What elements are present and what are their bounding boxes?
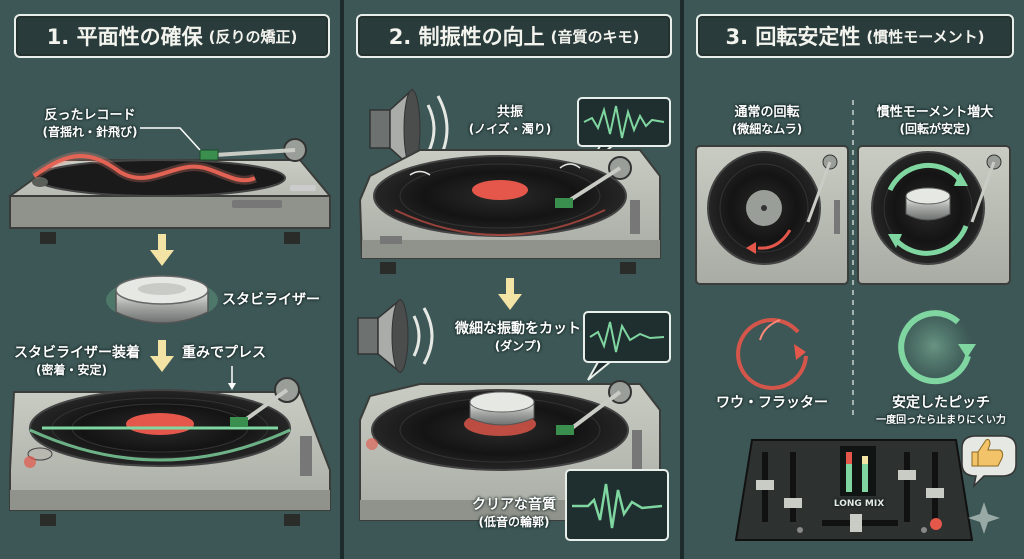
label-subtext: (密着・安定) <box>36 363 107 377</box>
warped-record-line <box>32 154 256 183</box>
press-label: 重みでプレス <box>182 345 266 361</box>
label-text: 共振 <box>496 105 523 120</box>
resonance-label: 共振 (ノイズ・濁り) <box>462 104 558 138</box>
title-main: 1. 平面性の確保 <box>46 25 203 49</box>
title-main: 2. 制振性の向上 <box>388 25 545 49</box>
stable-pitch-label: 安定したピッチ 一度回ったら止まりにくい力 <box>866 395 1016 429</box>
vibration-cut-label: 微細な振動をカット (ダンプ) <box>448 321 588 355</box>
mixer-label: LONG MIX <box>833 499 885 509</box>
label-text: スタビライザー装着 <box>14 345 140 361</box>
stabilizer-illustration <box>106 275 218 324</box>
sparkle-icon <box>968 502 1000 534</box>
speaker-icon <box>357 298 434 374</box>
panel-divider <box>340 0 344 559</box>
label-subtext: (微細なムラ) <box>731 122 803 136</box>
label-subtext: (低音の輪郭) <box>478 515 550 529</box>
label-subtext: (音揺れ・針飛び) <box>42 125 138 139</box>
warped-record-label: 反ったレコード (音揺れ・針飛び) <box>40 107 140 141</box>
wow-flutter-circle <box>736 317 808 390</box>
turntable-stabilized <box>9 377 331 526</box>
dj-mixer <box>734 439 974 541</box>
thumbs-up-icon <box>961 435 1017 489</box>
label-text: 微細な振動をカット <box>455 321 581 337</box>
clear-sound-label: クリアな音質 (低音の輪郭) <box>462 497 566 531</box>
down-arrow-icon <box>150 234 174 266</box>
inertia-label: 慣性モーメント増大 (回転が安定) <box>860 104 1010 138</box>
stable-pitch-circle <box>896 308 976 385</box>
down-arrow-icon <box>498 278 522 310</box>
label-subtext: 一度回ったら止まりにくい力 <box>876 415 1006 426</box>
panel-title: 2. 制振性の向上 (音質のキモ) <box>356 14 672 58</box>
panel-divider <box>680 0 684 559</box>
stabilizer-label: スタビライザー <box>222 292 320 308</box>
title-sub: (音質のキモ) <box>550 27 640 46</box>
stabilizer-mounted-label: スタビライザー装着 (密着・安定) <box>14 345 140 379</box>
damped-waveform <box>583 311 671 381</box>
turntable-warped <box>9 138 331 244</box>
label-text: 通常の回転 <box>734 105 800 120</box>
down-arrow-icon <box>150 340 174 372</box>
wow-flutter-label: ワウ・フラッター <box>716 395 828 411</box>
label-subtext: (回転が安定) <box>899 122 971 136</box>
turntable-resonance <box>358 149 661 274</box>
turntable-normal <box>695 145 849 285</box>
panel-title: 3. 回転安定性 (慣性モーメント) <box>696 14 1014 58</box>
panel-title: 1. 平面性の確保 (反りの矯正) <box>14 14 330 58</box>
title-main: 3. 回転安定性 <box>725 25 861 49</box>
label-subtext: (ダンプ) <box>494 339 542 353</box>
label-text: 安定したピッチ <box>892 395 990 411</box>
title-sub: (慣性モーメント) <box>866 27 985 46</box>
label-subtext: (ノイズ・濁り) <box>468 122 552 136</box>
label-text: クリアな音質 <box>472 497 556 513</box>
title-sub: (反りの矯正) <box>208 27 298 46</box>
clear-waveform <box>565 469 669 541</box>
normal-rotation-label: 通常の回転 (微細なムラ) <box>712 104 822 138</box>
label-text: 慣性モーメント増大 <box>876 105 994 120</box>
turntable-inertia <box>857 145 1011 285</box>
label-text: 反ったレコード <box>44 108 136 123</box>
